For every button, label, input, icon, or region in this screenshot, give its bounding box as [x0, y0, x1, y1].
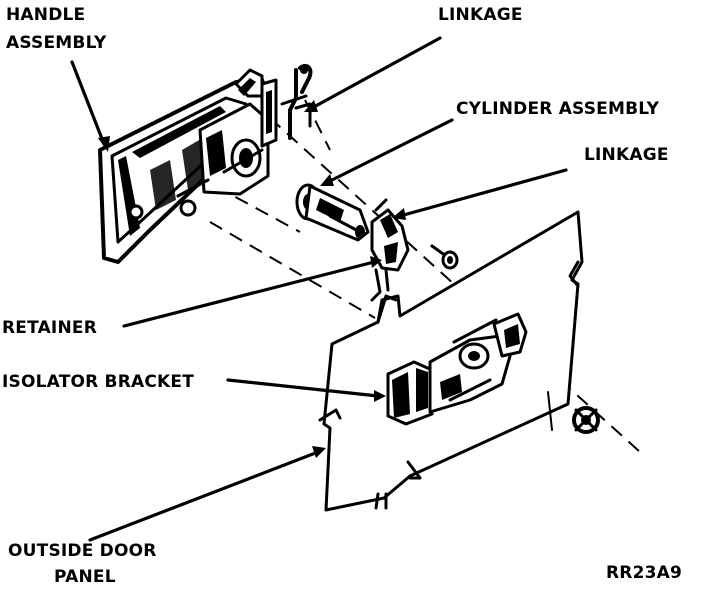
label-outside-door-line1: OUTSIDE DOOR — [8, 541, 157, 561]
label-handle-line1: HANDLE — [6, 5, 85, 25]
label-linkage-mid: LINKAGE — [584, 145, 669, 165]
nut-part — [572, 406, 600, 434]
linkage-mid-part — [370, 198, 410, 272]
label-retainer: RETAINER — [2, 318, 97, 338]
label-isolator-bracket: ISOLATOR BRACKET — [2, 372, 194, 392]
leader-lines — [70, 36, 568, 542]
retainer-part — [370, 268, 390, 302]
label-outside-door-line2: PANEL — [54, 567, 116, 587]
isolator-bracket-part — [386, 312, 528, 426]
label-cylinder-assembly: CYLINDER ASSEMBLY — [456, 99, 660, 119]
screw-part — [430, 244, 459, 270]
linkage-top-part — [280, 63, 313, 140]
figure-code: RR23A9 — [606, 563, 682, 583]
handle-assembly-part — [98, 68, 278, 264]
label-linkage-top: LINKAGE — [438, 5, 523, 25]
label-handle-line2: ASSEMBLY — [6, 33, 107, 53]
cylinder-assembly-part — [295, 183, 370, 242]
